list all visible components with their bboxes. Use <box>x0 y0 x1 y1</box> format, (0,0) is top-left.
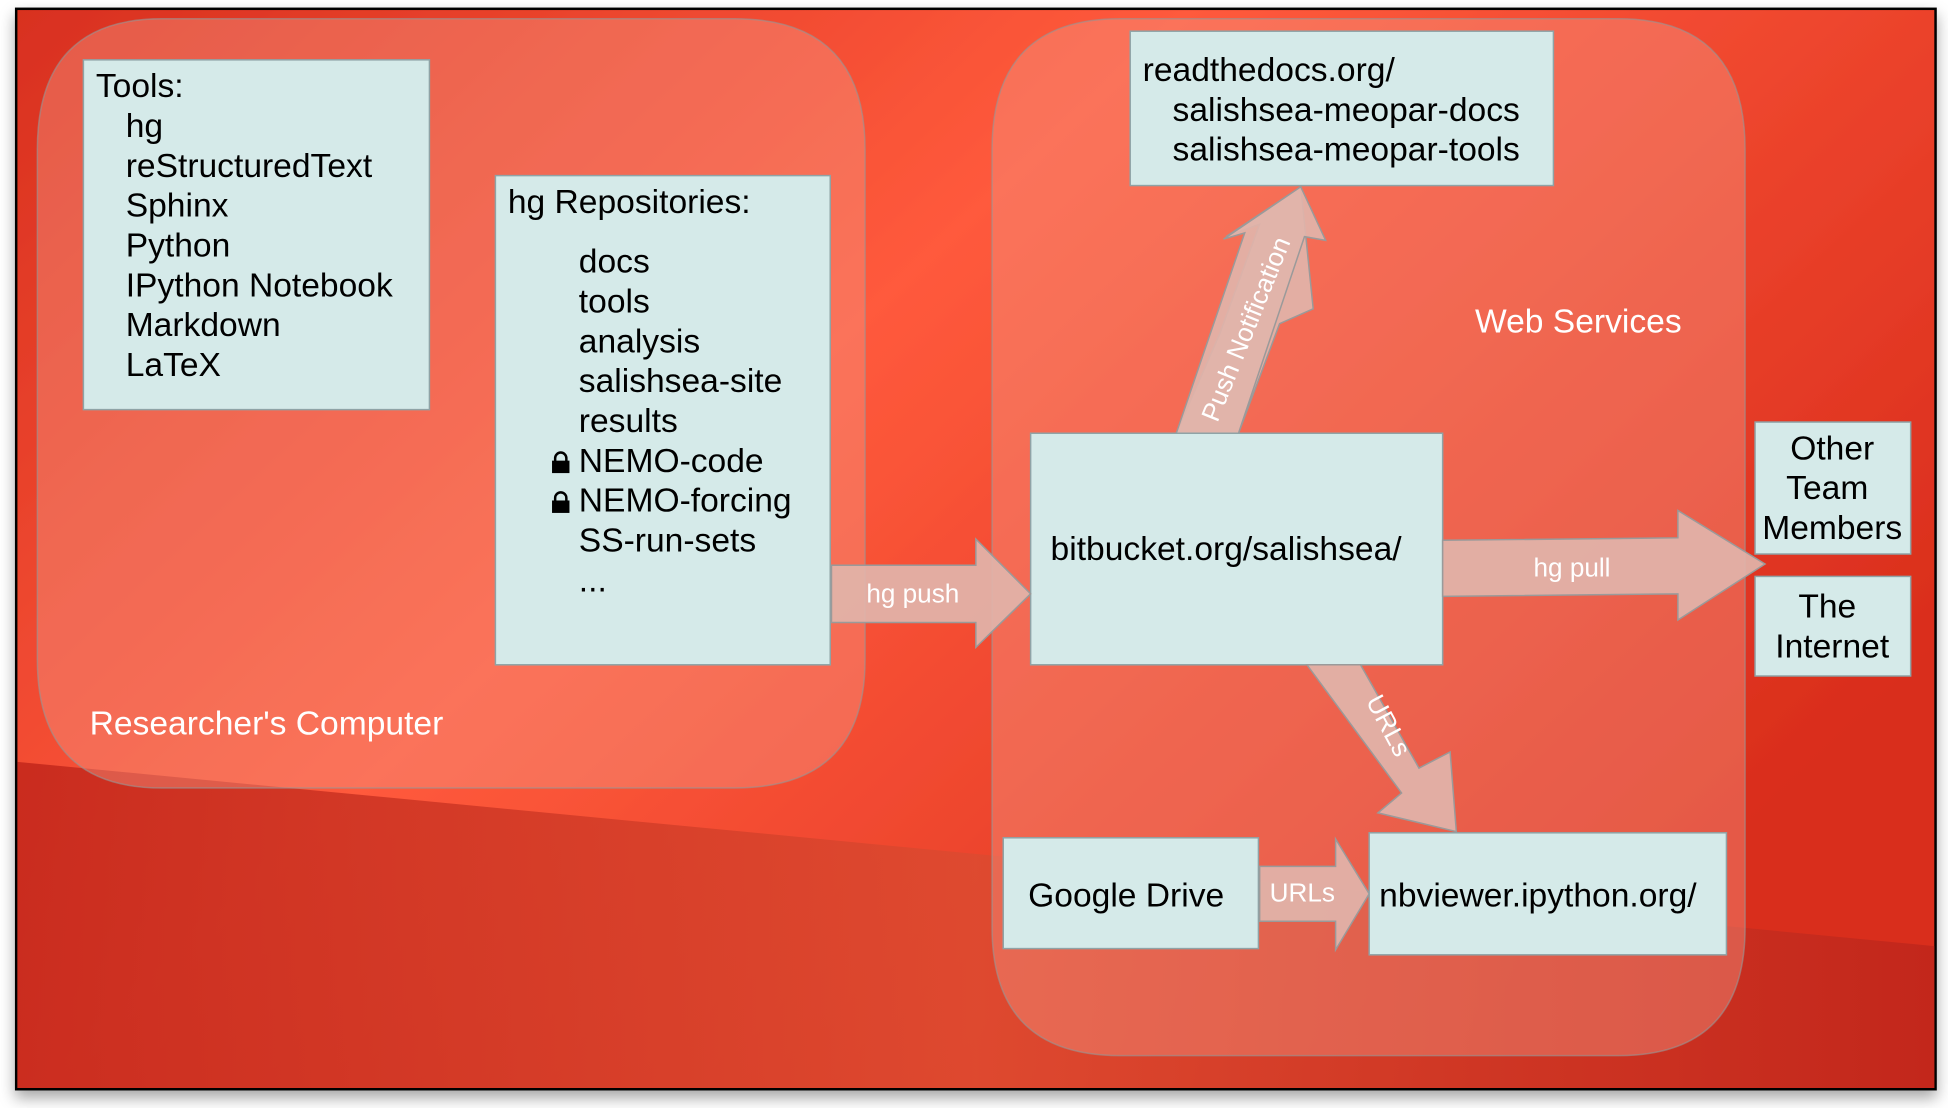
tool-item: Sphinx <box>126 188 229 225</box>
lock-icon <box>552 491 570 513</box>
internet-line: Internet <box>1775 628 1890 665</box>
hg-push-arrow: hg push <box>830 537 1032 650</box>
bitbucket-box: bitbucket.org/salishsea/ <box>1029 432 1444 666</box>
tool-item: IPython Notebook <box>126 267 393 304</box>
hg-push-label: hg push <box>866 579 959 609</box>
nbviewer-label: nbviewer.ipython.org/ <box>1379 877 1697 914</box>
google-drive-label: Google Drive <box>1028 877 1224 914</box>
readthedocs-box: readthedocs.org/ salishsea-meopar-docs s… <box>1129 30 1555 187</box>
repo-item-locked: NEMO-code <box>579 443 764 480</box>
urls-label-drive: URLs <box>1270 877 1335 907</box>
tool-item: hg <box>126 108 163 145</box>
google-drive-box: Google Drive <box>1002 837 1260 950</box>
tools-box: Tools: hg reStructuredText Sphinx Python… <box>82 59 431 411</box>
tool-item: Markdown <box>126 307 281 344</box>
repositories-title: hg Repositories: <box>508 184 751 221</box>
repo-item: ... <box>579 562 607 599</box>
lock-icon <box>552 451 570 474</box>
readthedocs-title: readthedocs.org/ <box>1143 52 1396 89</box>
tool-item: reStructuredText <box>126 148 373 185</box>
repo-item: tools <box>579 284 650 321</box>
region-label-researcher: Researcher's Computer <box>90 705 444 742</box>
repo-item: SS-run-sets <box>579 523 756 560</box>
team-members-box: Other Team Members <box>1754 421 1912 555</box>
tool-item: LaTeX <box>126 347 221 384</box>
urls-arrow-drive-nbviewer: URLs <box>1258 836 1371 953</box>
hg-pull-arrow: hg pull <box>1441 509 1767 622</box>
repo-item: docs <box>579 244 650 281</box>
nbviewer-box: nbviewer.ipython.org/ <box>1368 832 1728 956</box>
team-line: Team <box>1786 470 1868 507</box>
repositories-box: hg Repositories: docs tools analysis sal… <box>494 174 831 666</box>
hg-pull-label: hg pull <box>1534 552 1611 582</box>
readthedocs-item: salishsea-meopar-tools <box>1173 132 1520 169</box>
repo-item: salishsea-site <box>579 363 783 400</box>
repo-item: results <box>579 403 678 440</box>
repo-item-locked: NEMO-forcing <box>579 483 792 520</box>
tools-title: Tools: <box>96 68 184 105</box>
repo-item: analysis <box>579 323 700 360</box>
team-line: Members <box>1762 510 1902 547</box>
region-label-web-services: Web Services <box>1475 303 1682 340</box>
readthedocs-item: salishsea-meopar-docs <box>1173 92 1520 129</box>
internet-box: The Internet <box>1754 575 1912 677</box>
tool-item: Python <box>126 228 231 265</box>
team-line: Other <box>1790 430 1874 467</box>
bitbucket-label: bitbucket.org/salishsea/ <box>1051 531 1403 568</box>
internet-line: The <box>1798 588 1856 625</box>
